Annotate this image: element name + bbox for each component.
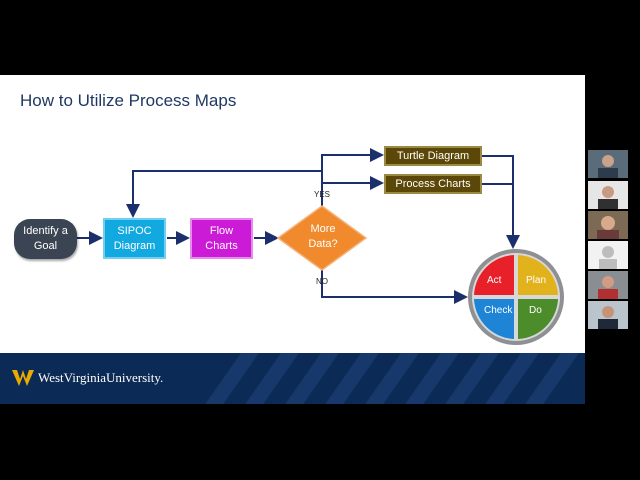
presentation-slide: How to Utilize Process Maps — [0, 75, 585, 404]
university-logo: WestVirginiaUniversity. — [12, 370, 163, 386]
person-icon — [598, 186, 618, 209]
slide-title: How to Utilize Process Maps — [20, 91, 237, 110]
person-placeholder-icon — [599, 246, 617, 269]
wv-flying-logo-icon — [12, 370, 34, 386]
more-data-label: More Data? — [308, 223, 338, 250]
pdca-wheel — [468, 249, 564, 345]
pdca-check-label: Check — [484, 305, 513, 316]
participant-video-4[interactable] — [588, 241, 628, 269]
flow-charts-box: Flow Charts — [190, 218, 253, 259]
flow-arrows — [77, 148, 564, 345]
arrow-loop-sipoc — [126, 170, 322, 218]
participant-video-2[interactable] — [588, 181, 628, 209]
sipoc-diagram-box: SIPOC Diagram — [103, 218, 166, 259]
participant-video-5[interactable] — [588, 271, 628, 299]
pdca-act-segment — [474, 255, 514, 295]
arrow-yes-turtle — [321, 148, 384, 206]
sipoc-label: SIPOC Diagram — [113, 224, 156, 252]
person-icon — [598, 276, 618, 299]
pdca-act-label: Act — [487, 275, 502, 286]
arrow-no-pdca — [321, 269, 468, 304]
pdca-check-segment — [474, 299, 514, 339]
person-icon — [598, 306, 618, 329]
pdca-plan-label: Plan — [526, 275, 547, 286]
participant-video-1[interactable] — [588, 150, 628, 178]
turtle-diagram-box: Turtle Diagram — [384, 146, 482, 166]
person-icon — [598, 155, 618, 178]
no-label: NO — [316, 277, 328, 286]
identify-goal-box: Identify a Goal — [14, 219, 77, 259]
slide-footer: WestVirginiaUniversity. — [0, 353, 585, 404]
pdca-do-segment — [518, 299, 558, 339]
pdca-plan-segment — [518, 255, 558, 295]
flow-charts-label: Flow Charts — [205, 224, 238, 252]
identify-goal-label: Identify a Goal — [23, 225, 68, 252]
participant-video-6[interactable] — [588, 301, 628, 329]
more-data-diamond — [276, 205, 368, 271]
participant-video-3[interactable] — [588, 211, 628, 239]
yes-label: YES — [314, 190, 331, 199]
pdca-do-label: Do — [529, 305, 542, 316]
person-icon — [597, 216, 619, 239]
arrow-turtle-pdca — [482, 155, 520, 249]
process-charts-box: Process Charts — [384, 174, 482, 194]
university-name: WestVirginiaUniversity. — [38, 370, 164, 385]
